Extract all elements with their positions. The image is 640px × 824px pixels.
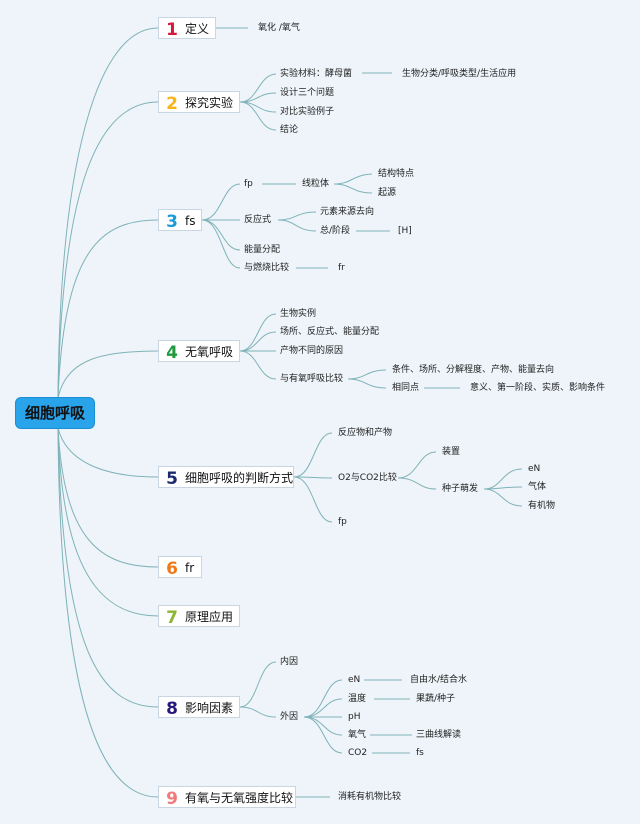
- topic-fs[interactable]: 3 fs: [158, 209, 202, 232]
- leaf-node[interactable]: 种子萌发: [442, 484, 479, 494]
- leaf-node[interactable]: 生物实例: [280, 309, 317, 319]
- leaf-node[interactable]: 反应式: [244, 215, 272, 225]
- leaf-node[interactable]: 装置: [442, 447, 461, 457]
- leaf-node[interactable]: 氧气: [348, 730, 367, 740]
- leaf-node[interactable]: 三曲线解读: [416, 730, 462, 740]
- topic-number: 5: [166, 469, 178, 489]
- leaf-node[interactable]: 气体: [528, 482, 547, 492]
- leaf-node[interactable]: 线粒体: [302, 179, 330, 189]
- leaf-node[interactable]: 相同点: [392, 383, 420, 393]
- topic-number: 8: [166, 699, 178, 719]
- leaf-node[interactable]: 结论: [280, 125, 299, 135]
- topic-judgement[interactable]: 5 细胞呼吸的判断方式: [158, 466, 294, 489]
- leaf-node[interactable]: 内因: [280, 657, 299, 667]
- topic-label: 原理应用: [185, 610, 234, 624]
- leaf-node[interactable]: fr: [338, 263, 345, 273]
- topic-experiment[interactable]: 2 探究实验: [158, 91, 240, 114]
- leaf-node[interactable]: 生物分类/呼吸类型/生活应用: [402, 69, 517, 79]
- leaf-node[interactable]: 果蔬/种子: [416, 694, 456, 704]
- topic-fr[interactable]: 6 fr: [158, 556, 202, 579]
- leaf-node[interactable]: [H]: [398, 226, 412, 236]
- leaf-node[interactable]: 消耗有机物比较: [338, 792, 402, 802]
- leaf-node[interactable]: 氧化 /氧气: [258, 23, 300, 33]
- topic-number: 4: [166, 343, 178, 363]
- leaf-node[interactable]: 能量分配: [244, 245, 281, 255]
- topic-application[interactable]: 7 原理应用: [158, 605, 240, 628]
- topic-comparison[interactable]: 9 有氧与无氧强度比较: [158, 786, 296, 809]
- topic-number: 3: [166, 212, 178, 232]
- topic-factors[interactable]: 8 影响因素: [158, 696, 240, 719]
- leaf-node[interactable]: 反应物和产物: [338, 428, 393, 438]
- leaf-node[interactable]: 实验材料：酵母菌: [280, 69, 353, 79]
- root-node[interactable]: 细胞呼吸: [16, 398, 94, 428]
- leaf-node[interactable]: 总/阶段: [320, 226, 351, 236]
- topic-label: 影响因素: [185, 701, 234, 715]
- leaf-node[interactable]: 产物不同的原因: [280, 346, 344, 356]
- leaf-node[interactable]: fp: [338, 517, 347, 527]
- leaf-node[interactable]: 意义、第一阶段、实质、影响条件: [470, 383, 606, 393]
- topic-number: 2: [166, 94, 178, 114]
- leaf-node[interactable]: 与燃烧比较: [244, 263, 290, 273]
- leaf-node[interactable]: 场所、反应式、能量分配: [280, 327, 380, 337]
- topic-number: 6: [166, 559, 178, 579]
- topic-anaerobic[interactable]: 4 无氧呼吸: [158, 340, 240, 363]
- leaf-node[interactable]: 与有氧呼吸比较: [280, 374, 344, 384]
- leaf-node[interactable]: 对比实验例子: [280, 107, 335, 117]
- leaf-node[interactable]: 有机物: [528, 501, 556, 511]
- leaf-node[interactable]: fs: [416, 748, 424, 758]
- leaf-node[interactable]: 结构特点: [378, 169, 415, 179]
- topic-number: 7: [166, 608, 178, 628]
- topic-label: 定义: [185, 22, 210, 36]
- topic-label: 探究实验: [185, 96, 234, 110]
- leaf-node[interactable]: pH: [348, 712, 361, 722]
- topic-definition[interactable]: 1 定义: [158, 17, 216, 40]
- leaf-node[interactable]: eN: [528, 464, 541, 474]
- leaf-node[interactable]: 元素来源去向: [320, 207, 375, 217]
- topic-label: 细胞呼吸的判断方式: [185, 471, 294, 485]
- leaf-node[interactable]: fp: [244, 179, 253, 189]
- topic-label: fr: [185, 561, 195, 575]
- topic-label: 有氧与无氧强度比较: [185, 791, 294, 805]
- leaf-node[interactable]: eN: [348, 675, 361, 685]
- leaf-node[interactable]: 起源: [378, 188, 397, 198]
- topic-label: fs: [185, 214, 196, 228]
- topic-label: 无氧呼吸: [185, 345, 234, 359]
- leaf-node[interactable]: 条件、场所、分解程度、产物、能量去向: [392, 365, 555, 375]
- topic-number: 9: [166, 789, 178, 809]
- leaf-node[interactable]: 温度: [348, 694, 367, 704]
- leaf-node[interactable]: 设计三个问题: [280, 88, 335, 98]
- topic-number: 1: [166, 20, 178, 40]
- leaf-node[interactable]: O2与CO2比较: [338, 473, 397, 483]
- leaf-node[interactable]: CO2: [348, 748, 368, 758]
- leaf-node[interactable]: 外因: [280, 712, 299, 722]
- leaf-node[interactable]: 自由水/结合水: [410, 675, 468, 685]
